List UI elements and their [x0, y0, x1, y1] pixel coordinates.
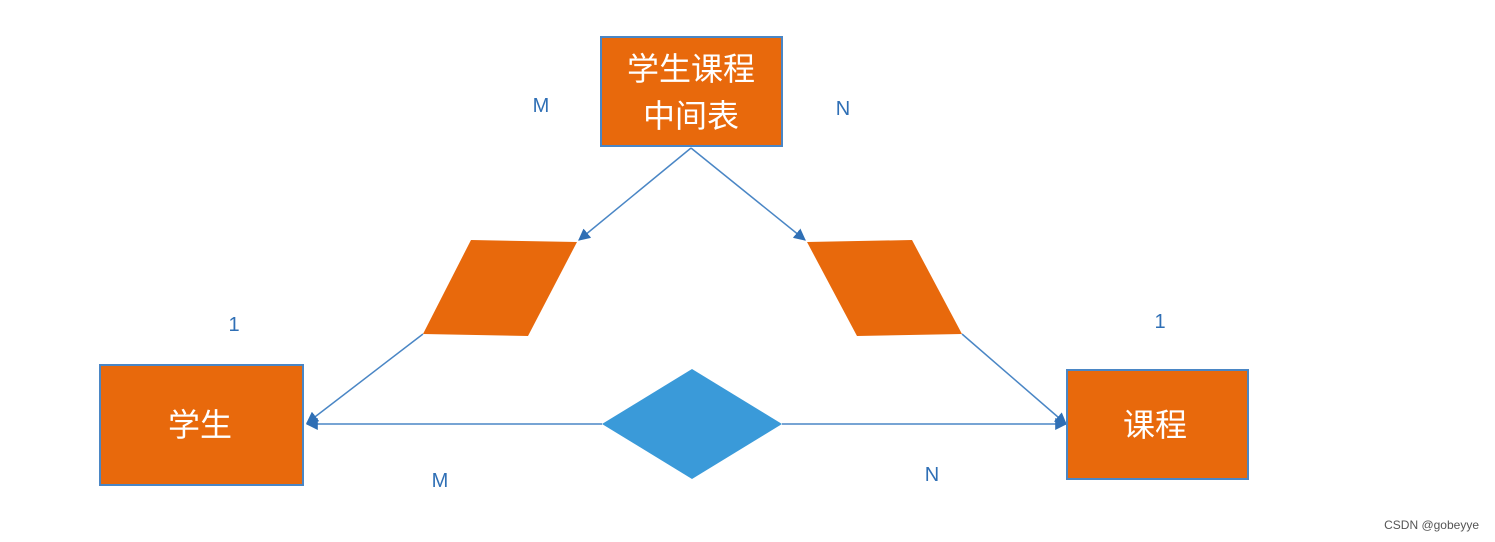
cardinality-bottom-left: M — [432, 470, 449, 492]
relationship-parallelogram-right — [807, 240, 962, 336]
cardinality-student-one: 1 — [228, 314, 239, 336]
cardinality-junction-right: N — [836, 98, 850, 120]
entity-junction-table — [600, 36, 783, 147]
entity-student-label: 学生 — [168, 406, 232, 444]
entity-junction-label-line1: 学生课程 — [627, 50, 755, 88]
cardinality-bottom-right: N — [925, 464, 939, 486]
cardinality-junction-left: M — [533, 95, 550, 117]
line-right-parallelogram-to-course — [961, 333, 1067, 425]
relationship-diamond — [602, 369, 782, 479]
entity-junction-label-line2: 中间表 — [643, 97, 739, 135]
relationship-parallelogram-left — [423, 240, 577, 336]
entity-student — [99, 364, 304, 486]
line-junction-to-left-parallelogram — [578, 147, 692, 241]
entity-course — [1066, 369, 1249, 480]
line-left-parallelogram-to-student — [306, 333, 424, 424]
watermark: CSDN @gobeyye — [1384, 518, 1479, 532]
entity-course-label: 课程 — [1123, 406, 1187, 444]
line-junction-to-right-parallelogram — [690, 147, 806, 241]
cardinality-course-one: 1 — [1154, 311, 1165, 333]
